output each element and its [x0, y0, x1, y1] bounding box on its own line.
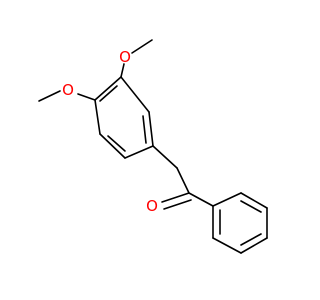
- ring-b-bond-1: [212, 192, 242, 207]
- ring-a-bond-3: [99, 133, 126, 159]
- ring-a-bond-2: [94, 99, 101, 135]
- ring-b-bond-4: [240, 237, 268, 254]
- dimethoxyphenyl-ring: [94, 76, 154, 159]
- ring-a-bond-5: [148, 111, 154, 147]
- carbonyl-bond-2: [163, 199, 192, 210]
- methoxy-top-bond-ring: [120, 63, 125, 78]
- ring-a-bond-5-inner: [142, 115, 147, 144]
- methoxy-left-bond-ring: [77, 93, 96, 101]
- methoxy-top: [120, 39, 153, 78]
- ring-b-bond-2: [240, 192, 268, 209]
- oxygen-label-methoxy-left: O: [62, 81, 74, 99]
- ch2-bond-ring: [152, 145, 178, 169]
- carbonyl-bond-1: [161, 192, 190, 203]
- ring-a-bond-3-inner: [107, 135, 126, 152]
- methoxy-top-bond-methyl: [131, 39, 153, 54]
- methoxy-left-bond-methyl: [38, 90, 61, 102]
- ring-a-bond-4: [124, 145, 154, 159]
- ring-a-bond-1-inner: [99, 85, 118, 102]
- oxygen-label-methoxy-top: O: [119, 48, 131, 66]
- ring-a-bond-1: [94, 76, 122, 101]
- oxygen-label-carbonyl: O: [146, 197, 158, 215]
- ring-b-bond-4-inner: [240, 233, 262, 246]
- carbonyl-bond-phenyl: [188, 192, 214, 207]
- phenyl-ring: [212, 192, 268, 254]
- ring-b-bond-2-inner: [240, 200, 262, 213]
- molecule-structure: O O O: [38, 39, 268, 254]
- ring-b-bond-5: [212, 237, 242, 254]
- ring-a-bond-6: [120, 76, 150, 113]
- ch2-bond-carbonyl: [176, 167, 190, 194]
- methoxy-left: [38, 90, 96, 102]
- ketone-linker: [152, 145, 214, 210]
